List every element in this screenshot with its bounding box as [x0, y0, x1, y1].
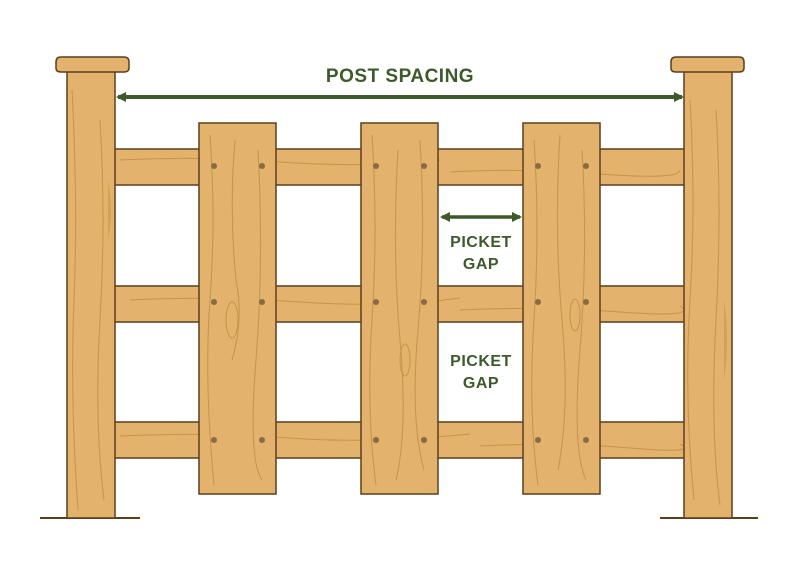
post-left	[55, 56, 130, 519]
picket-gap-label-2-line2: GAP	[463, 375, 499, 392]
post-cap-left	[55, 56, 130, 73]
post-spacing-label: POST SPACING	[326, 66, 474, 87]
picket-gap-label-1-line1: PICKET	[450, 234, 512, 251]
picket-gap-label-1-line2: GAP	[463, 256, 499, 273]
screws	[211, 163, 589, 443]
picket-gap-label-2-line1: PICKET	[450, 353, 512, 370]
post-right	[670, 56, 745, 519]
picket-1	[198, 122, 277, 495]
picket-3	[522, 122, 601, 495]
post-cap-right	[670, 56, 745, 73]
picket-2	[360, 122, 439, 495]
